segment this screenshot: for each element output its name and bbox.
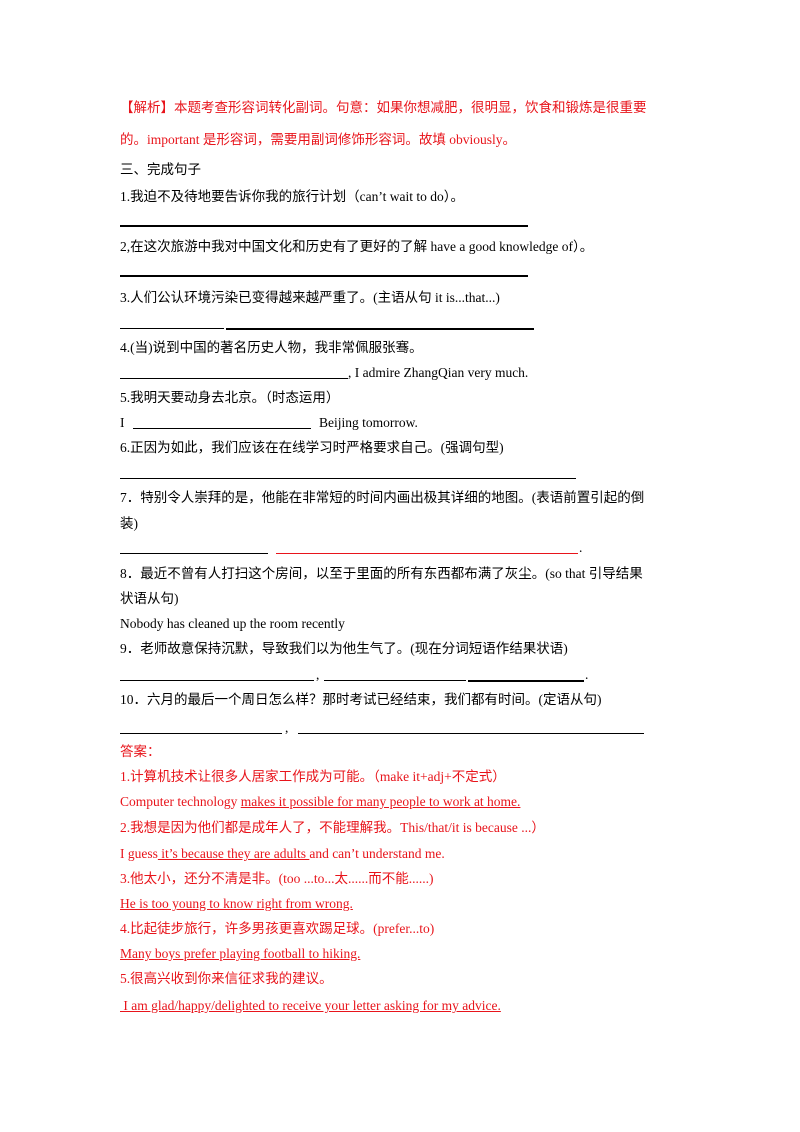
answer-5-underlined: I am glad/happy/delighted to receive you… (120, 998, 501, 1013)
answer-3-question: 3.他太小，还分不清是非。(too ...to...太......而不能....… (120, 871, 434, 886)
question-7-line-2: 装) (120, 516, 138, 531)
question-10: 10．六月的最后一个周日怎么样？那时考试已经结束，我们都有时间。(定语从句) (120, 692, 602, 707)
question-6: 6.正因为如此，我们应该在在线学习时严格要求自己。(强调句型) (120, 440, 504, 455)
question-9-period: . (585, 667, 589, 682)
answer-blank-5[interactable] (133, 428, 311, 429)
question-5: 5.我明天要动身去北京。（时态运用） (120, 390, 340, 405)
question-10-comma: , (285, 720, 289, 735)
answer-4-underlined: Many boys prefer playing football to hik… (120, 946, 361, 961)
answer-2: I guess it’s because they are adults and… (120, 845, 445, 863)
answer-1-underlined: makes it possible for many people to wor… (240, 794, 521, 809)
answer-3-underlined: He is too young to know right from wrong… (120, 896, 353, 911)
question-5-head: I (120, 415, 125, 430)
answer-4-question: 4.比起徒步旅行，许多男孩更喜欢踢足球。(prefer...to) (120, 921, 435, 936)
question-3: 3.人们公认环境污染已变得越来越严重了。(主语从句 it is...that..… (120, 290, 500, 305)
analysis-line-1: 【解析】本题考查形容词转化副词。句意：如果你想减肥，很明显，饮食和锻炼是很重要 (120, 100, 647, 115)
analysis-line-2: 的。important 是形容词，需要用副词修饰形容词。故填 obviously… (120, 132, 516, 147)
answer-blank-3b[interactable] (226, 328, 534, 330)
question-5-tail: Beijing tomorrow. (319, 415, 418, 430)
answer-blank-10b[interactable] (298, 733, 644, 734)
question-8-line-2: 状语从句) (120, 591, 179, 606)
question-4-given: , I admire ZhangQian very much. (348, 365, 529, 380)
answer-blank-1[interactable] (120, 225, 528, 227)
answer-2-underlined: it’s because they are adults (157, 846, 310, 861)
question-4: 4.(当)说到中国的著名历史人物，我非常佩服张骞。 (120, 340, 423, 355)
answer-blank-9b[interactable] (324, 680, 466, 681)
section-title: 三、完成句子 (120, 162, 201, 177)
answer-blank-7a[interactable] (120, 553, 268, 554)
question-2: 2,在这次旅游中我对中国文化和历史有了更好的了解 have a good kno… (120, 239, 594, 254)
answer-blank-3a[interactable] (120, 328, 224, 329)
question-9-comma: , (316, 667, 320, 682)
answer-blank-2[interactable] (120, 275, 528, 277)
answer-blank-10a[interactable] (120, 733, 282, 734)
answer-1-question: 1.计算机技术让很多人居家工作成为可能。（make it+adj+不定式） (120, 769, 506, 784)
answer-blank-6[interactable] (120, 478, 576, 479)
answer-1-start: Computer technology (120, 794, 238, 809)
answer-blank-9a[interactable] (120, 680, 314, 681)
answer-blank-7b[interactable] (276, 553, 578, 554)
answer-blank-4[interactable] (120, 378, 348, 379)
answers-title: 答案： (120, 744, 161, 759)
question-8-line-1: 8．最近不曾有人打扫这个房间，以至于里面的所有东西都布满了灰尘。(so that… (120, 566, 643, 581)
question-1: 1.我迫不及待地要告诉你我的旅行计划（can’t wait to do）。 (120, 189, 464, 204)
answer-1: Computer technology makes it possible fo… (120, 793, 520, 811)
question-7-line-1: 7．特别令人崇拜的是，他能在非常短的时间内画出极其详细的地图。(表语前置引起的倒 (120, 490, 645, 505)
question-8-given: Nobody has cleaned up the room recently (120, 616, 345, 631)
answer-blank-9c[interactable] (468, 680, 584, 682)
question-7-period: . (579, 540, 583, 555)
answer-2-start: I guess (120, 846, 158, 861)
answer-2-end: and can’t understand me. (309, 846, 445, 861)
question-9: 9．老师故意保持沉默，导致我们以为他生气了。(现在分词短语作结果状语) (120, 641, 568, 656)
answer-2-question: 2.我想是因为他们都是成年人了，不能理解我。This/that/it is be… (120, 820, 545, 835)
answer-5-question: 5.很高兴收到你来信征求我的建议。 (120, 971, 333, 986)
